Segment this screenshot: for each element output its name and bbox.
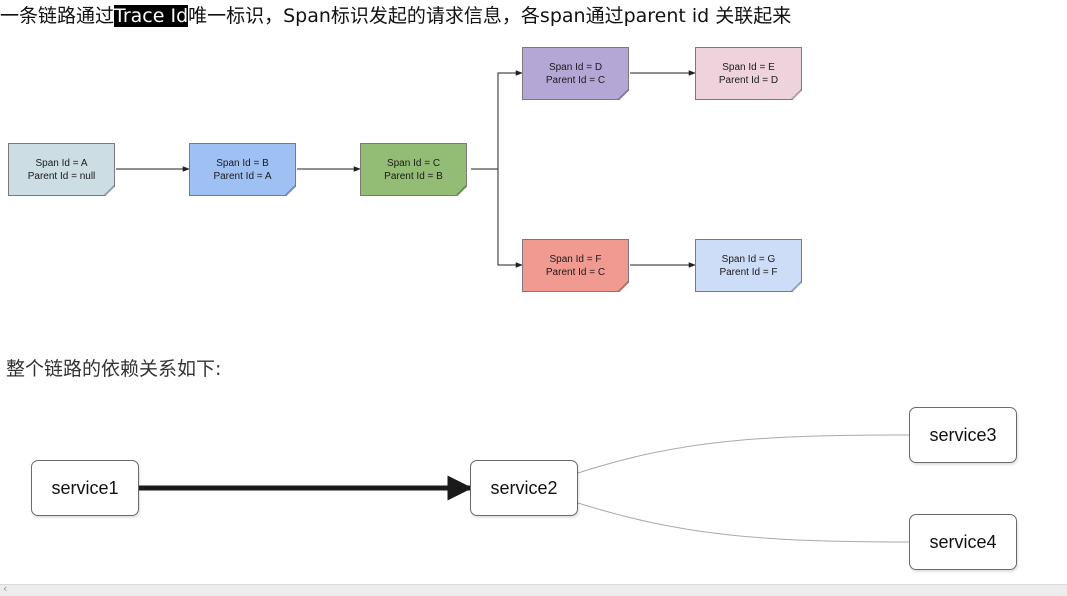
- service3-node: service3: [909, 407, 1017, 463]
- span-e-id: Span Id = E: [722, 61, 775, 73]
- span-b-id: Span Id = B: [216, 157, 269, 169]
- span-node-a: Span Id = A Parent Id = null: [8, 143, 115, 196]
- span-c-parent: Parent Id = B: [384, 170, 443, 182]
- service1-node: service1: [31, 460, 139, 516]
- highlighted-trace-id: Trace Id: [114, 5, 189, 27]
- span-a-id: Span Id = A: [35, 157, 88, 169]
- span-g-id: Span Id = G: [721, 253, 776, 265]
- edge-service2-service3: [577, 434, 910, 474]
- fold-corner-icon: [618, 281, 628, 291]
- dependency-subtitle: 整个链路的依赖关系如下:: [6, 358, 222, 380]
- edge-service2-service4: [577, 502, 910, 543]
- span-node-e: Span Id = E Parent Id = D: [695, 47, 802, 100]
- span-node-b: Span Id = B Parent Id = A: [189, 143, 296, 196]
- span-node-g: Span Id = G Parent Id = F: [695, 239, 802, 292]
- header-text-before: 一条链路通过: [0, 5, 115, 27]
- service2-node: service2: [470, 460, 578, 516]
- fold-corner-icon: [456, 185, 466, 195]
- horizontal-scrollbar[interactable]: [0, 584, 1067, 596]
- span-b-parent: Parent Id = A: [213, 170, 272, 182]
- span-node-f: Span Id = F Parent Id = C: [522, 239, 629, 292]
- span-c-id: Span Id = C: [386, 157, 441, 169]
- edge-c-f: [497, 169, 523, 268]
- fold-corner-icon: [285, 185, 295, 195]
- header-text-after: 唯一标识，Span标识发起的请求信息，各span通过parent id 关联起来: [188, 5, 792, 27]
- span-e-parent: Parent Id = D: [718, 74, 779, 86]
- fold-corner-icon: [791, 89, 801, 99]
- span-d-id: Span Id = D: [548, 61, 603, 73]
- span-node-c: Span Id = C Parent Id = B: [360, 143, 467, 196]
- span-f-parent: Parent Id = C: [545, 266, 606, 278]
- edge-c-d: [471, 70, 523, 170]
- fold-corner-icon: [618, 89, 628, 99]
- span-a-parent: Parent Id = null: [27, 170, 96, 182]
- span-f-id: Span Id = F: [549, 253, 602, 265]
- span-d-parent: Parent Id = C: [545, 74, 606, 86]
- span-g-parent: Parent Id = F: [719, 266, 778, 278]
- span-node-d: Span Id = D Parent Id = C: [522, 47, 629, 100]
- header-caption: 一条链路通过Trace Id唯一标识，Span标识发起的请求信息，各span通过…: [0, 1, 791, 28]
- fold-corner-icon: [104, 185, 114, 195]
- fold-corner-icon: [791, 281, 801, 291]
- scroll-left-icon[interactable]: ‹: [3, 582, 8, 595]
- service4-node: service4: [909, 514, 1017, 570]
